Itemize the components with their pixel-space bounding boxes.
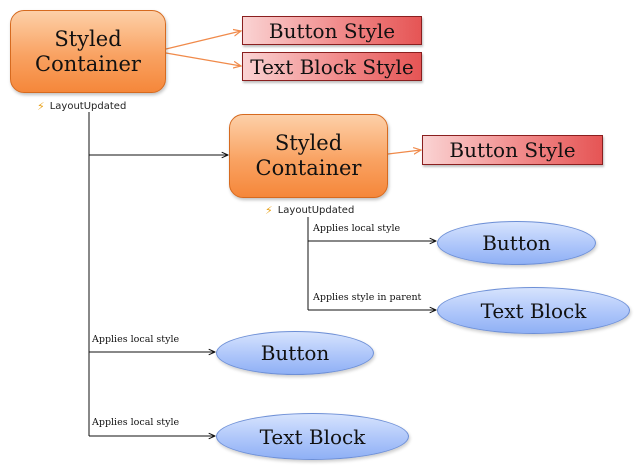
child-textblock-node: Text Block bbox=[437, 287, 630, 334]
styled-container-root-label: Styled Container bbox=[35, 26, 141, 76]
styled-container-child-label: Styled Container bbox=[255, 131, 362, 180]
root-textblock-node: Text Block bbox=[216, 413, 409, 460]
edge-label-child-textblock: Applies style in parent bbox=[313, 292, 422, 303]
child-button-style-label: Button Style bbox=[449, 138, 576, 162]
root-layout-updated-event: ⚡ LayoutUpdated bbox=[37, 99, 127, 113]
root-textblock-style-label: Text Block Style bbox=[250, 54, 414, 79]
styled-container-child: Styled Container bbox=[229, 114, 388, 198]
root-layout-updated-label: LayoutUpdated bbox=[49, 101, 127, 112]
child-textblock-label: Text Block bbox=[480, 298, 587, 323]
styled-container-root: Styled Container bbox=[10, 10, 166, 93]
root-textblock-label: Text Block bbox=[259, 424, 366, 449]
arrow-root-to-button-style bbox=[165, 31, 241, 50]
child-button-label: Button bbox=[482, 231, 551, 255]
root-button-style-box: Button Style bbox=[242, 16, 422, 45]
child-button-style-box: Button Style bbox=[422, 135, 603, 165]
root-button-node: Button bbox=[216, 331, 374, 375]
arrow-root-to-textblock-style bbox=[165, 52, 241, 66]
root-textblock-style-box: Text Block Style bbox=[242, 52, 422, 81]
lightning-bolt-icon: ⚡ bbox=[265, 203, 273, 217]
root-button-style-label: Button Style bbox=[268, 18, 396, 43]
child-layout-updated-label: LayoutUpdated bbox=[277, 205, 355, 216]
edge-label-child-button: Applies local style bbox=[313, 223, 401, 234]
arrow-child-to-button-style bbox=[387, 150, 421, 154]
root-button-label: Button bbox=[260, 341, 330, 365]
lightning-bolt-icon: ⚡ bbox=[37, 99, 45, 113]
edge-label-root-button: Applies local style bbox=[92, 334, 180, 345]
child-button-node: Button bbox=[437, 221, 596, 265]
edge-label-root-textblock: Applies local style bbox=[92, 417, 180, 428]
child-layout-updated-event: ⚡ LayoutUpdated bbox=[265, 203, 355, 217]
